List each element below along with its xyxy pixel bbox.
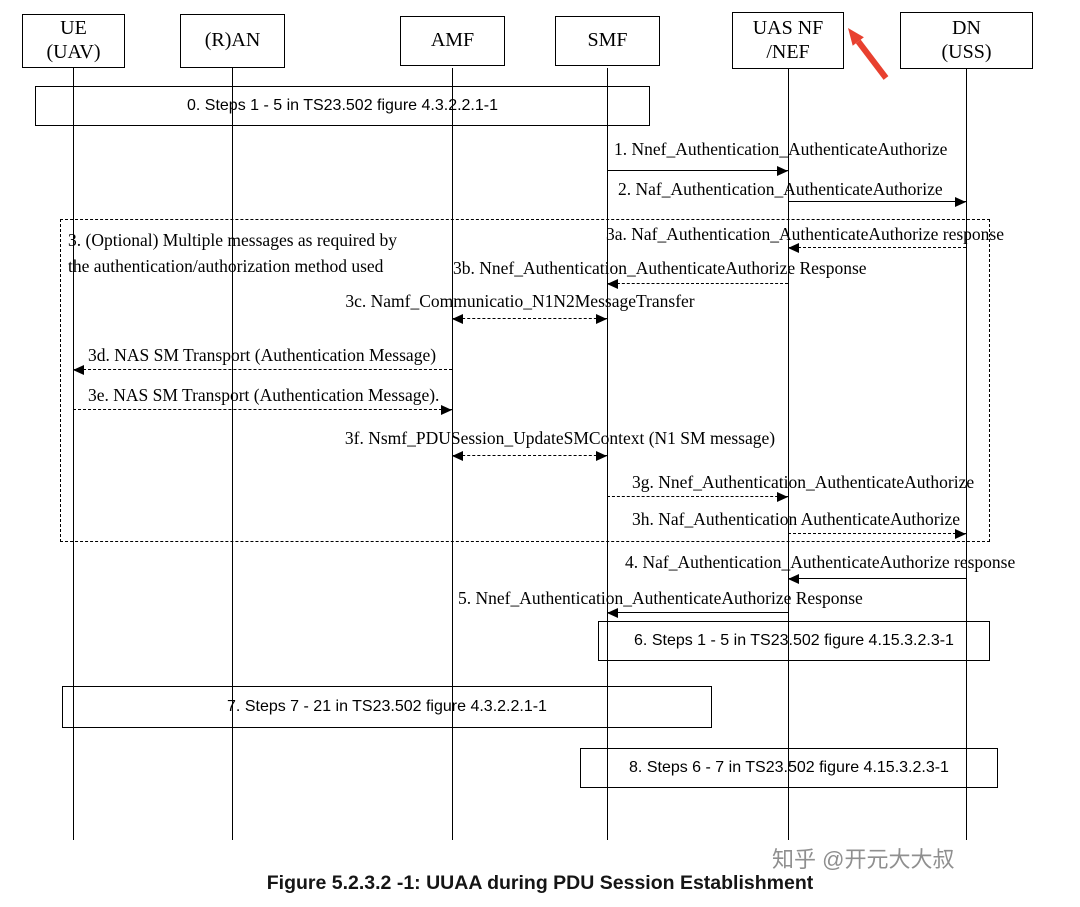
message-3h-line [788,533,966,534]
actor-box-ran: (R)AN [180,14,285,68]
message-3a-label: 3a. Naf_Authentication_AuthenticateAutho… [606,224,1004,244]
lifeline-smf [607,68,608,840]
step-box-6: 6. Steps 1 - 5 in TS23.502 figure 4.15.3… [598,621,990,661]
actor-box-smf: SMF [555,16,660,66]
arrowhead [441,405,452,415]
step-box-7: 7. Steps 7 - 21 in TS23.502 figure 4.3.2… [62,686,712,728]
lifeline-ran [232,68,233,840]
arrowhead [777,166,788,176]
annotation-arrow-icon [848,28,889,80]
message-3d-label: 3d. NAS SM Transport (Authentication Mes… [88,345,437,365]
arrowhead [788,574,799,584]
lifeline-dn [966,68,967,840]
arrowhead [607,608,618,618]
actor-box-dn: DN (USS) [900,12,1033,69]
arrowhead [452,314,463,324]
optional-group-box [60,219,990,542]
actor-box-uasnf-nef: UAS NF /NEF [732,12,844,69]
lifeline-ue [73,68,74,840]
step-box-8: 8. Steps 6 - 7 in TS23.502 figure 4.15.3… [580,748,998,788]
figure-caption: Figure 5.2.3.2 -1: UUAA during PDU Sessi… [266,872,814,894]
message-5-label: 5. Nnef_Authentication_AuthenticateAutho… [458,588,863,608]
message-5-line [607,612,788,613]
arrowhead [788,243,799,253]
message-3b-label: 3b. Nnef_Authentication_AuthenticateAuth… [453,258,867,278]
arrowhead [607,279,618,289]
message-3b-line [607,283,788,284]
message-1-line [607,170,788,171]
message-3e-line [73,409,452,410]
arrowhead [596,314,607,324]
message-2-label: 2. Naf_Authentication_AuthenticateAuthor… [618,179,943,199]
optional-group-label: 3. (Optional) Multiple messages as requi… [68,230,398,277]
message-3c-line [452,318,607,319]
arrowhead [955,197,966,207]
message-3g-label: 3g. Nnef_Authentication_AuthenticateAuth… [632,472,975,492]
lifeline-uasnf-nef [788,68,789,840]
message-3f-label: 3f. Nsmf_PDUSession_UpdateSMContext (N1 … [344,428,776,448]
message-3a-line [788,247,966,248]
actor-box-ue: UE (UAV) [22,14,125,68]
message-3h-label: 3h. Naf_Authentication AuthenticateAutho… [632,509,961,529]
arrowhead [452,451,463,461]
message-3c-label: 3c. Namf_Communicatio_N1N2MessageTransfe… [345,291,695,311]
arrowhead [777,492,788,502]
message-3e-label: 3e. NAS SM Transport (Authentication Mes… [88,385,440,405]
step-box-0: 0. Steps 1 - 5 in TS23.502 figure 4.3.2.… [35,86,650,126]
message-1-label: 1. Nnef_Authentication_AuthenticateAutho… [614,139,948,159]
arrowhead [955,529,966,539]
arrowhead [73,365,84,375]
message-4-line [788,578,966,579]
message-3g-line [607,496,788,497]
message-2-line [788,201,966,202]
message-4-label: 4. Naf_Authentication_AuthenticateAuthor… [625,552,1016,572]
watermark-text: 知乎 @开元大大叔 [772,847,955,872]
message-3d-line [73,369,452,370]
actor-box-amf: AMF [400,16,505,66]
message-3f-line [452,455,607,456]
arrowhead [596,451,607,461]
